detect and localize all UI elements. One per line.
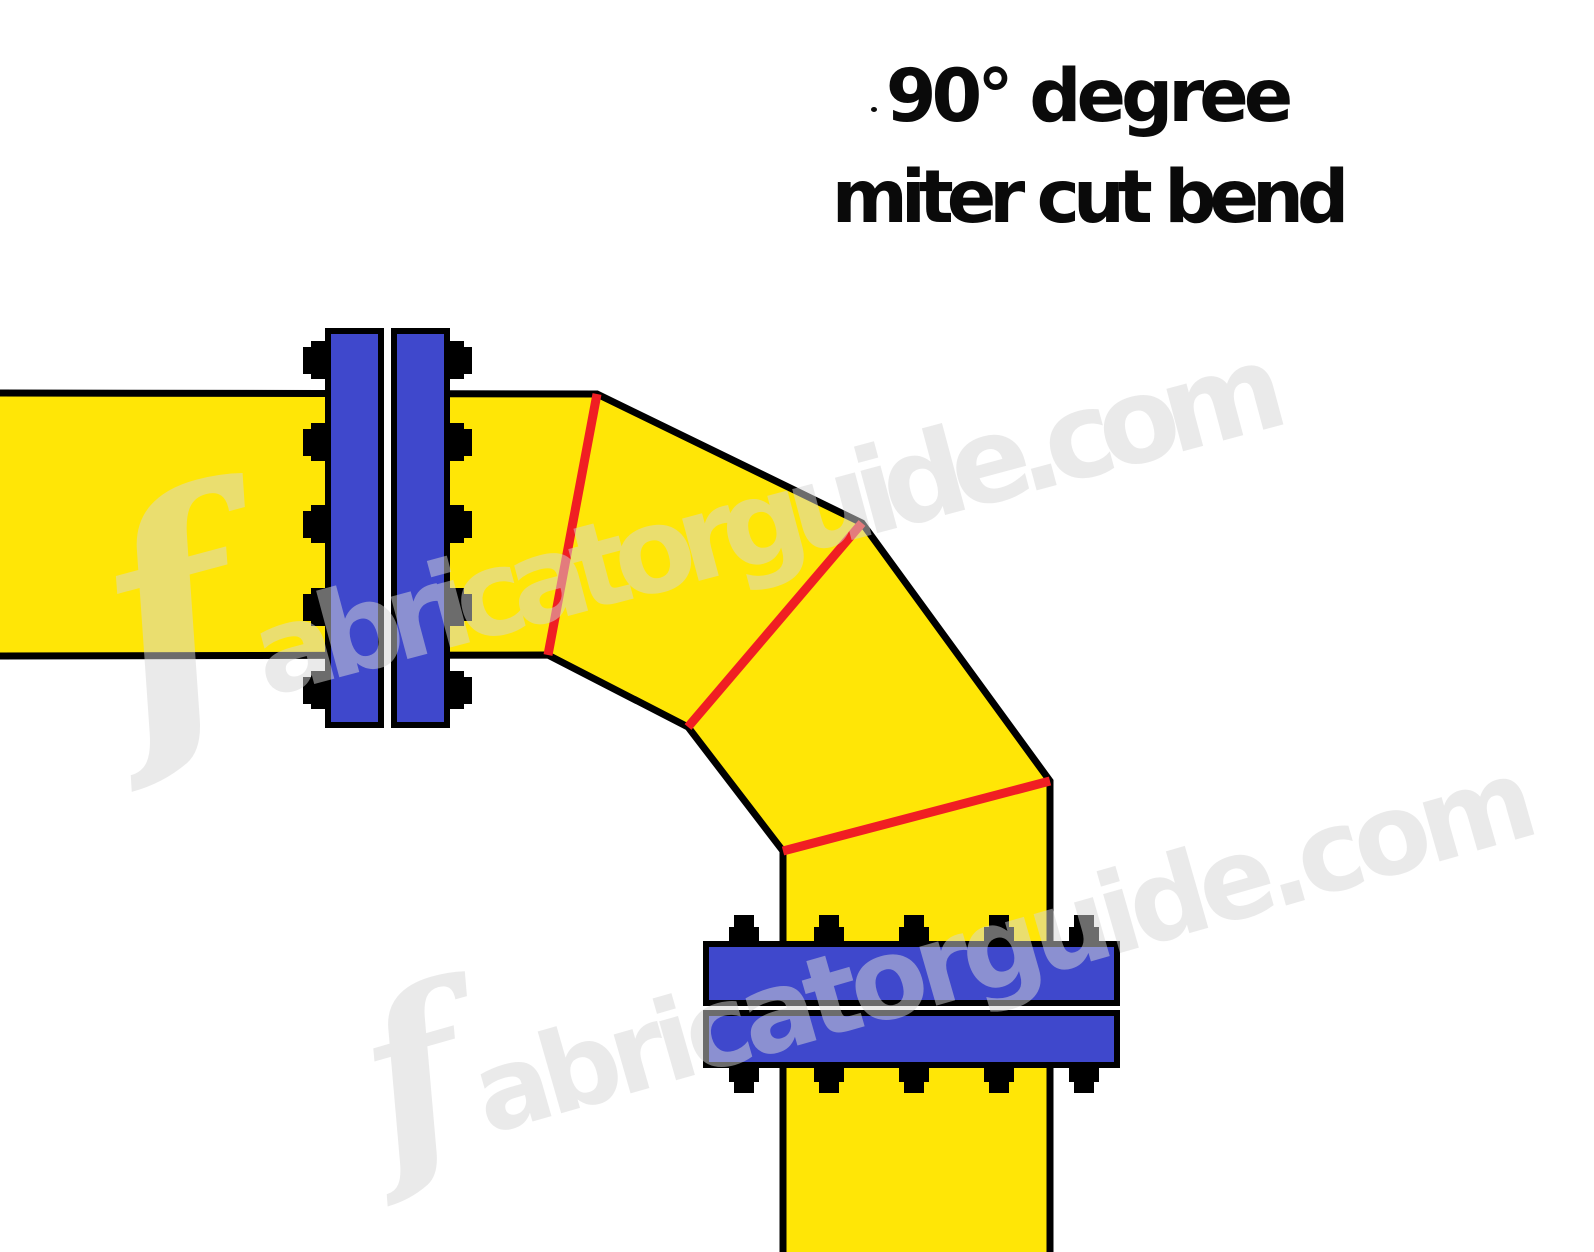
miter-cut-line-3 bbox=[781, 776, 1052, 856]
stray-dot bbox=[871, 107, 877, 112]
bolt bbox=[1069, 1067, 1099, 1093]
bottom-flange-plate-b bbox=[703, 1010, 1120, 1068]
bolt bbox=[449, 341, 472, 379]
left-flange-pair bbox=[303, 328, 472, 728]
left-flange-plate-a bbox=[325, 328, 384, 728]
title-line-1: 90° degree bbox=[885, 54, 1294, 139]
miter-cut-line-2 bbox=[684, 520, 866, 730]
bolt bbox=[729, 915, 759, 942]
bolt bbox=[729, 1067, 759, 1093]
bolt bbox=[449, 671, 472, 709]
bolt bbox=[1069, 915, 1099, 942]
title-line-2: miter cut bend bbox=[831, 155, 1349, 240]
page-title: 90° degree miter cut bend bbox=[807, 46, 1367, 248]
bolt bbox=[303, 671, 326, 709]
bottom-flange-pair bbox=[703, 915, 1120, 1093]
left-flange-plate-b bbox=[391, 328, 450, 728]
bottom-flange-plate-a bbox=[703, 941, 1120, 1006]
bolt bbox=[303, 341, 326, 379]
miter-cut-line-1 bbox=[543, 393, 602, 656]
